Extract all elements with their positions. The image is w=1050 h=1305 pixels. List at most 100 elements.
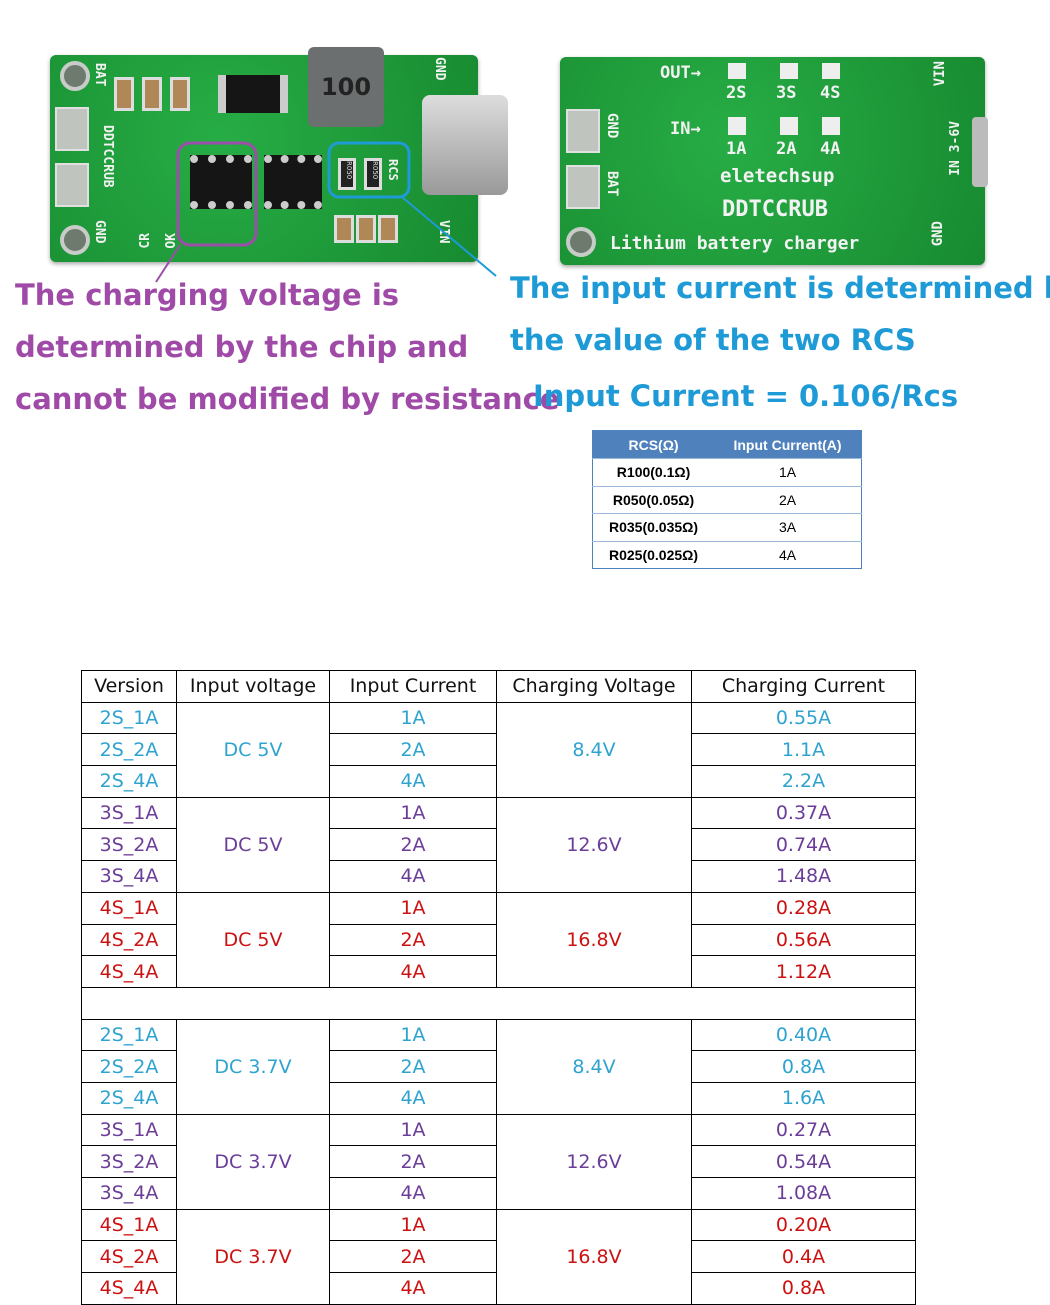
input-voltage-cell: DC 3.7V — [176, 1208, 330, 1305]
input-current-value: 2A — [714, 485, 862, 514]
input-current-cell: 2A — [329, 1145, 497, 1178]
mounting-hole — [566, 227, 596, 257]
column-header: Version — [81, 670, 177, 703]
charging-current-cell: 1.1A — [691, 733, 916, 767]
silk-rcs: RCS — [386, 159, 400, 181]
silk-gnd: GND — [432, 57, 447, 81]
version-cell: 2S_4A — [81, 1081, 177, 1115]
version-cell: 2S_4A — [81, 765, 177, 798]
version-cell: 2S_2A — [81, 733, 177, 767]
input-current-value: 3A — [714, 513, 862, 541]
input-current-value: 1A — [714, 458, 862, 486]
silk-gnd: GND — [604, 113, 620, 139]
version-cell: 4S_4A — [81, 955, 177, 988]
charging-current-cell: 0.27A — [691, 1113, 916, 1147]
voltage-note-line: determined by the chip and — [15, 330, 469, 364]
bat-pad — [55, 163, 89, 207]
table-row: 3S_2A 2A 0.74A — [81, 828, 916, 862]
version-cell: 3S_2A — [81, 828, 177, 862]
charging-current-cell: 0.20A — [691, 1208, 916, 1242]
input-current-cell: 4A — [329, 860, 497, 893]
silk-brand: eletechsup — [720, 165, 835, 187]
silk-model: DDTCCRUB — [100, 125, 115, 188]
input-voltage-cell: DC 3.7V — [176, 1018, 330, 1115]
current-note-line: the value of the two RCS — [510, 323, 916, 357]
version-cell: 4S_1A — [81, 1208, 177, 1242]
input-current-cell: 4A — [329, 955, 497, 988]
version-cell: 3S_1A — [81, 796, 177, 830]
input-current-cell: 4A — [329, 1177, 497, 1210]
mounting-hole — [60, 225, 90, 255]
input-voltage-cell: DC 5V — [176, 891, 330, 988]
charging-voltage-cell: 8.4V — [496, 1018, 692, 1115]
rcs-row: R025(0.025Ω)4A — [592, 540, 862, 569]
charging-current-cell: 0.37A — [691, 796, 916, 830]
input-current-cell: 2A — [329, 733, 497, 767]
version-cell: 3S_4A — [81, 860, 177, 893]
separator-row — [81, 986, 916, 1020]
charging-current-cell: 0.40A — [691, 1018, 916, 1052]
input-voltage-cell: DC 5V — [176, 796, 330, 893]
charging-current-cell: 2.2A — [691, 765, 916, 798]
table-row: 2S_2A 2A 1.1A — [81, 733, 916, 767]
silk-gnd: GND — [92, 220, 107, 244]
charging-voltage-cell: 16.8V — [496, 1208, 692, 1305]
input-current-cell: 2A — [329, 828, 497, 862]
input-current-cell: 2A — [329, 923, 497, 957]
voltage-note-line: The charging voltage is — [15, 278, 400, 312]
pcb-back-photo: GND BAT OUT→ IN→ 2S 3S 4S 1A 2A 4A elete… — [560, 57, 988, 265]
inductor: 100 — [308, 47, 384, 127]
silk-model: DDTCCRUB — [722, 197, 828, 222]
input-current-cell: 4A — [329, 765, 497, 798]
input-current-cell: 4A — [329, 1081, 497, 1115]
input-current-cell: 2A — [329, 1240, 497, 1274]
charging-current-cell: 1.6A — [691, 1081, 916, 1115]
charging-current-cell: 0.8A — [691, 1272, 916, 1305]
version-cell: 3S_1A — [81, 1113, 177, 1147]
rcs-resistor: R050 — [364, 158, 382, 190]
input-current-cell: 1A — [329, 796, 497, 830]
silk-out: OUT→ — [660, 63, 701, 83]
column-header: Charging Voltage — [496, 670, 692, 703]
charging-current-cell: 0.54A — [691, 1145, 916, 1178]
rcs-row: R100(0.1Ω)1A — [592, 458, 862, 486]
charging-voltage-cell: 12.6V — [496, 796, 692, 893]
column-header: Charging Current — [691, 670, 916, 703]
input-current-value: 4A — [714, 540, 862, 569]
column-header: Input Current — [329, 670, 497, 703]
input-current-cell: 1A — [329, 1018, 497, 1052]
charging-voltage-cell: 8.4V — [496, 701, 692, 798]
pcb-front-photo: BAT DDTCCRUB GND CR OK 100 R050 R050 RCS… — [50, 47, 508, 262]
charging-current-cell: 0.74A — [691, 828, 916, 862]
rcs-resistor: R050 — [338, 158, 356, 190]
version-cell: 2S_1A — [81, 701, 177, 735]
voltage-note-line: cannot be modified by resistance — [15, 382, 560, 416]
silk-bat: BAT — [604, 171, 620, 197]
rcs-value: R050(0.05Ω) — [592, 485, 715, 514]
current-note-line: The input current is determined by — [510, 271, 1050, 305]
table-row: 4S_2A 2A 0.56A — [81, 923, 916, 957]
input-current-header: Input Current(A) — [714, 430, 862, 459]
charging-voltage-cell: 12.6V — [496, 1113, 692, 1210]
mounting-hole — [60, 61, 90, 91]
charging-current-cell: 0.56A — [691, 923, 916, 957]
rcs-row: R050(0.05Ω)2A — [592, 485, 862, 514]
rcs-value: R025(0.025Ω) — [592, 540, 715, 569]
bat-pad — [55, 107, 89, 151]
input-current-cell: 2A — [329, 1050, 497, 1083]
version-cell: 4S_4A — [81, 1272, 177, 1305]
column-header: Input voltage — [176, 670, 330, 703]
version-cell: 4S_2A — [81, 923, 177, 957]
charging-current-cell: 0.28A — [691, 891, 916, 925]
